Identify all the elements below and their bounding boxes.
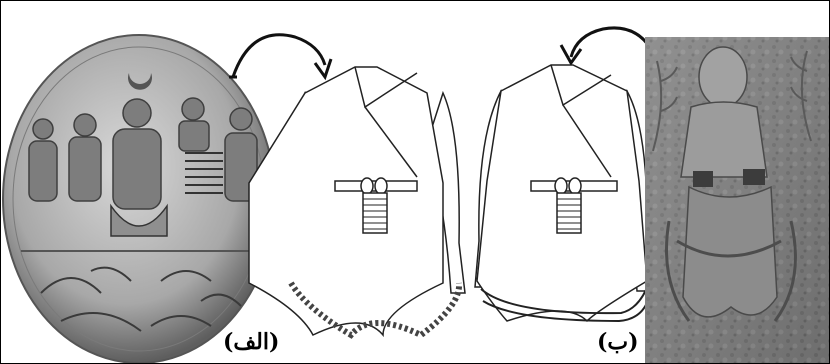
garment-drawing-a xyxy=(249,67,465,335)
caption-label-b: (ب) xyxy=(597,329,639,355)
relief-carving-photo xyxy=(645,37,829,363)
garment-drawing-b xyxy=(475,65,651,321)
caption-label-a: (الف) xyxy=(223,329,279,355)
arrow-icon xyxy=(229,35,331,77)
silver-plate-photo xyxy=(3,35,275,363)
